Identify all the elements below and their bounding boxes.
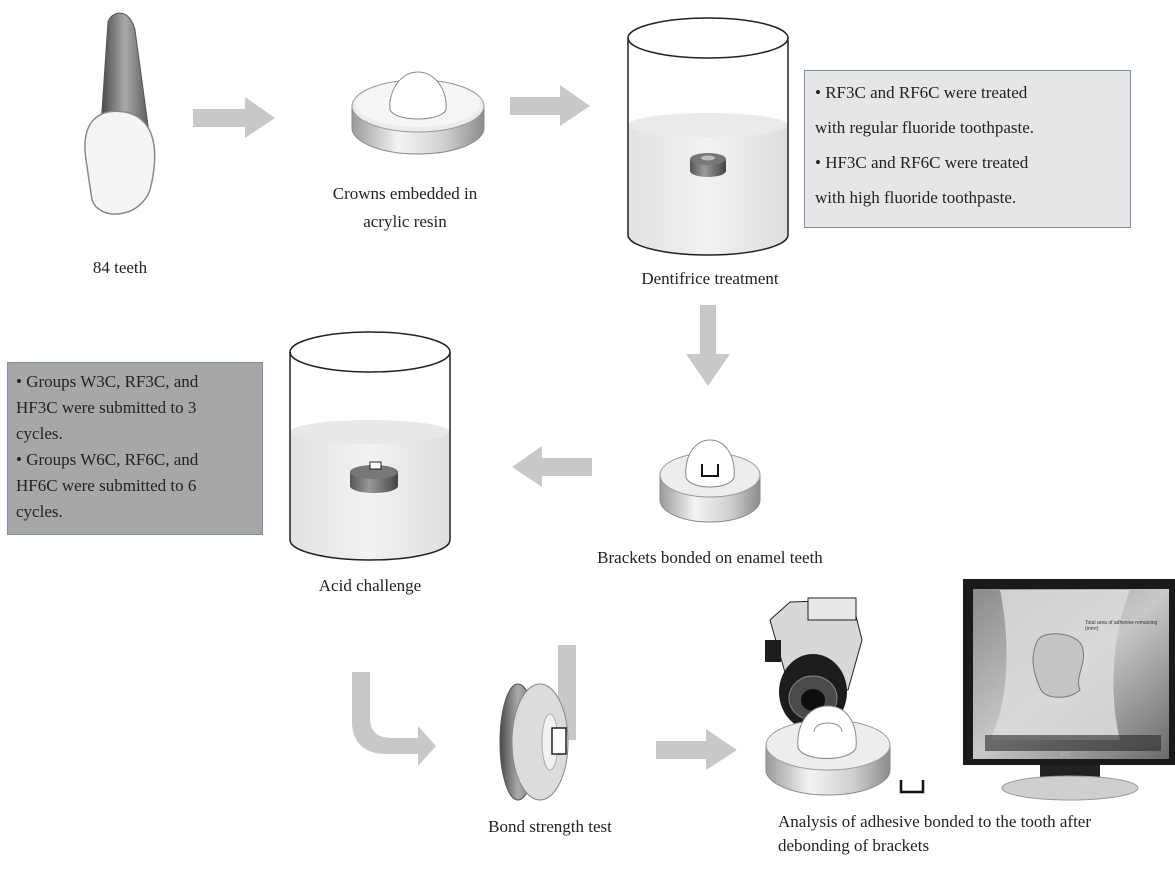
monitor-icon — [963, 579, 1175, 801]
acid-info-line: • Groups W3C, RF3C, and — [16, 372, 199, 391]
acid-info-line: HF6C were submitted to 6 — [16, 476, 197, 495]
acid-info-line: cycles. — [16, 424, 63, 443]
bracket-icon — [899, 780, 925, 794]
debonded-crown-icon — [765, 705, 891, 796]
label-crowns-line2: acrylic resin — [363, 212, 447, 231]
acid-info-line: • Groups W6C, RF6C, and — [16, 450, 199, 469]
label-crowns-line1: Crowns embedded in — [332, 184, 478, 203]
label-teeth: 84 teeth — [92, 258, 148, 277]
arrow-right-icon — [193, 97, 275, 138]
monitor-brand: AOC — [1060, 752, 1071, 758]
dentifrice-info-line: • HF3C and RF6C were treated — [815, 153, 1029, 172]
label-analysis-line1: Analysis of adhesive bonded to the tooth… — [778, 812, 1092, 831]
tooth-icon — [84, 12, 156, 215]
arrow-bend-icon — [352, 672, 436, 766]
arrow-right-icon — [656, 729, 737, 770]
bond-test-icon — [499, 645, 576, 801]
embedded-crown-icon — [351, 71, 485, 155]
dentifrice-info-line: with regular fluoride toothpaste. — [815, 118, 1035, 137]
dentifrice-info-box: • RF3C and RF6C were treated with regula… — [804, 70, 1131, 228]
arrow-down-icon — [686, 305, 730, 386]
monitor-screen-text: Total area of adhesive remaining (mm²) — [1085, 620, 1158, 632]
acid-info-box: • Groups W3C, RF3C, and HF3C were submit… — [7, 362, 263, 535]
label-dentifrice: Dentifrice treatment — [641, 269, 779, 288]
arrow-left-icon — [512, 446, 592, 487]
label-bond: Bond strength test — [488, 817, 612, 836]
dentifrice-beaker-icon — [627, 17, 789, 256]
dentifrice-info-line: • RF3C and RF6C were treated — [815, 83, 1028, 102]
label-analysis-line2: debonding of brackets — [778, 836, 930, 855]
acid-info-line: cycles. — [16, 502, 63, 521]
acid-beaker-icon — [289, 331, 451, 561]
acid-info-line: HF3C were submitted to 3 — [16, 398, 197, 417]
bracket-crown-icon — [659, 439, 761, 523]
label-acid: Acid challenge — [318, 576, 422, 595]
dentifrice-info-line: with high fluoride toothpaste. — [815, 188, 1017, 207]
arrow-right-icon — [510, 85, 590, 126]
label-brackets: Brackets bonded on enamel teeth — [597, 548, 823, 567]
